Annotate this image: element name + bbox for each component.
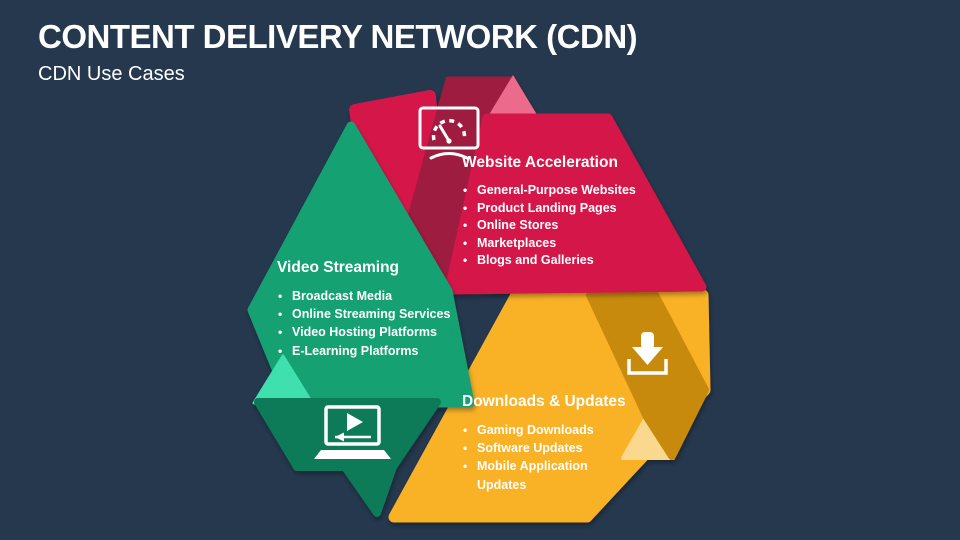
panel-video-streaming: Video Streaming Broadcast Media Online S…: [277, 258, 482, 360]
panel-title: Downloads & Updates: [462, 393, 626, 410]
bullet-list: General-Purpose Websites Product Landing…: [462, 182, 674, 270]
panel-title: Video Streaming: [277, 259, 400, 276]
website-shape-pink-tip: [487, 75, 539, 118]
downloads-shape-dark-band: [586, 291, 709, 460]
list-item: Marketplaces: [462, 235, 674, 253]
panel-downloads-updates: Downloads & Updates Gaming Downloads Sof…: [462, 392, 638, 494]
page-subtitle: CDN Use Cases: [38, 63, 185, 85]
list-item: Gaming Downloads: [462, 421, 638, 439]
list-item: Online Stores: [462, 217, 674, 235]
laptop-video-player-icon: [314, 405, 391, 459]
download-icon: [627, 332, 668, 375]
list-item: Online Streaming Services: [277, 305, 482, 323]
list-item: Blogs and Galleries: [462, 252, 674, 270]
list-item: Product Landing Pages: [462, 200, 674, 218]
panel-title: Website Acceleration: [462, 154, 618, 171]
list-item: Software Updates: [462, 439, 638, 457]
slide-header: CONTENT DELIVERY NETWORK (CDN) CDN Use C…: [38, 18, 918, 86]
list-item: General-Purpose Websites: [462, 182, 674, 200]
panel-website-acceleration: Website Acceleration General-Purpose Web…: [462, 153, 674, 270]
list-item: Broadcast Media: [277, 287, 482, 305]
bullet-list: Broadcast Media Online Streaming Service…: [277, 287, 482, 360]
speedometer-monitor-icon: [418, 106, 480, 160]
page-title: CONTENT DELIVERY NETWORK (CDN): [38, 18, 638, 55]
list-item: E-Learning Platforms: [277, 342, 482, 360]
bullet-list: Gaming Downloads Software Updates Mobile…: [462, 421, 638, 494]
list-item: Mobile Application Updates: [462, 457, 638, 493]
list-item: Video Hosting Platforms: [277, 323, 482, 341]
